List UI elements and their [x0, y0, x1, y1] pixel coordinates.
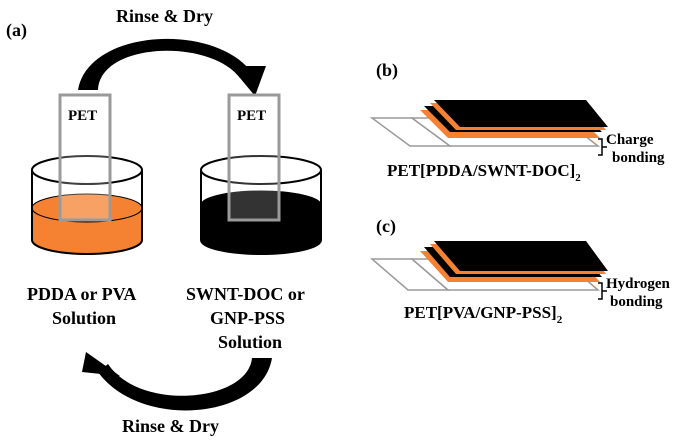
rinse-label-bottom: Rinse & Dry	[122, 416, 219, 436]
panel-label-a: (a)	[6, 20, 27, 41]
beaker-right-label-2: GNP-PSS	[210, 308, 285, 328]
bond-bracket-b	[598, 138, 607, 156]
rinse-label-top: Rinse & Dry	[116, 6, 213, 26]
bond-bracket-c	[598, 282, 607, 300]
bond-label-c-1: Hydrogen	[606, 276, 671, 292]
beaker-left-label-1: PDDA or PVA	[27, 284, 136, 304]
rinse-arrow-top	[78, 38, 266, 96]
stack-c-caption: PET[PVA/GNP-PSS]2	[404, 303, 563, 326]
beaker-right	[200, 155, 322, 255]
pet-label-left: PET	[68, 108, 97, 124]
panel-label-c: (c)	[376, 216, 396, 237]
pet-substrate-left	[58, 93, 112, 222]
beaker-right-label-3: Solution	[218, 332, 282, 352]
film-stack-c	[369, 241, 608, 291]
bond-label-b-1: Charge	[606, 132, 654, 148]
panel-label-b: (b)	[376, 60, 398, 81]
film-stack-b	[369, 100, 608, 147]
pet-label-right: PET	[237, 108, 266, 124]
beaker-left-label-2: Solution	[52, 308, 116, 328]
bond-label-c-2: bonding	[610, 294, 663, 310]
stack-b-caption: PET[PDDA/SWNT-DOC]2	[387, 161, 581, 184]
pet-substrate-right	[227, 93, 281, 222]
rinse-arrow-bottom	[82, 352, 272, 411]
beaker-right-label-1: SWNT-DOC or	[186, 284, 305, 304]
bond-label-b-2: bonding	[612, 150, 665, 166]
